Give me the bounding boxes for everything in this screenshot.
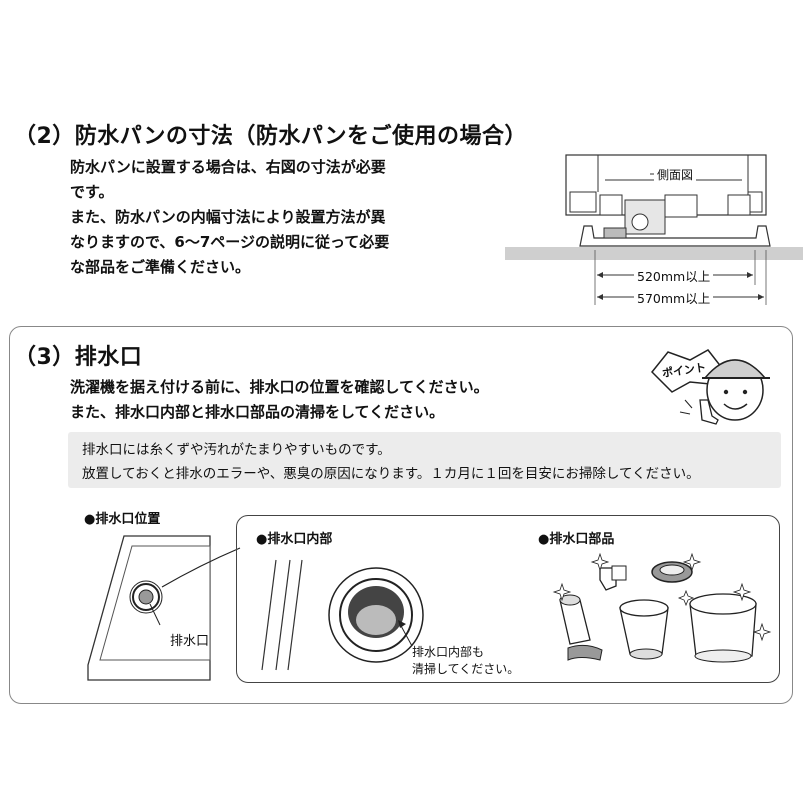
section3-intro-line-1: 洗濯機を据え付ける前に、排水口の位置を確認してください。 bbox=[70, 378, 489, 396]
drain-inside-label-line-2: 清掃してください。 bbox=[412, 662, 520, 676]
figure-position-caption: ●排水口位置 bbox=[84, 512, 161, 527]
section2-line-4: なりますので、6～7ページの説明に従って必要 bbox=[70, 233, 390, 251]
drain-inside-label: 排水口内部も 清掃してください。 bbox=[412, 644, 519, 678]
note-line-1: 排水口には糸くずや汚れがたまりやすいものです。 bbox=[82, 442, 391, 458]
section3-intro-line-2: また、排水口内部と排水口部品の清掃をしてください。 bbox=[70, 403, 445, 421]
section2-line-3: また、防水パンの内幅寸法により設置方法が異 bbox=[70, 208, 386, 226]
section3-intro: 洗濯機を据え付ける前に、排水口の位置を確認してください。 また、排水口内部と排水… bbox=[70, 375, 630, 425]
section2-paragraph: 防水パンに設置する場合は、右図の寸法が必要 です。 また、防水パンの内幅寸法によ… bbox=[70, 155, 450, 280]
section2-line-5: な部品をご準備ください。 bbox=[70, 258, 251, 276]
note-box: 排水口には糸くずや汚れがたまりやすいものです。 放置しておくと排水のエラーや、悪… bbox=[68, 432, 781, 488]
figure-parts-caption: ●排水口部品 bbox=[538, 532, 615, 547]
dimension-outer-label: 570mm以上 bbox=[634, 288, 714, 307]
drain-inside-label-line-1: 排水口内部も bbox=[412, 645, 485, 659]
figure-inside-caption: ●排水口内部 bbox=[256, 532, 333, 547]
section2-line-1: 防水パンに設置する場合は、右図の寸法が必要 bbox=[70, 158, 386, 176]
section3-heading: （3）排水口 bbox=[14, 345, 143, 370]
section2-heading: （2）防水パンの寸法（防水パンをご使用の場合） bbox=[14, 124, 528, 149]
dimension-inner-label: 520mm以上 bbox=[634, 266, 714, 285]
section2-line-2: です。 bbox=[70, 183, 114, 201]
drain-detail-panel bbox=[236, 515, 780, 683]
drain-position-label: 排水口 bbox=[170, 634, 210, 649]
note-line-2: 放置しておくと排水のエラーや、悪臭の原因になります。１カ月に１回を目安にお掃除し… bbox=[82, 466, 700, 482]
side-view-label: 側面図 bbox=[654, 166, 697, 183]
section3-panel bbox=[9, 326, 793, 704]
